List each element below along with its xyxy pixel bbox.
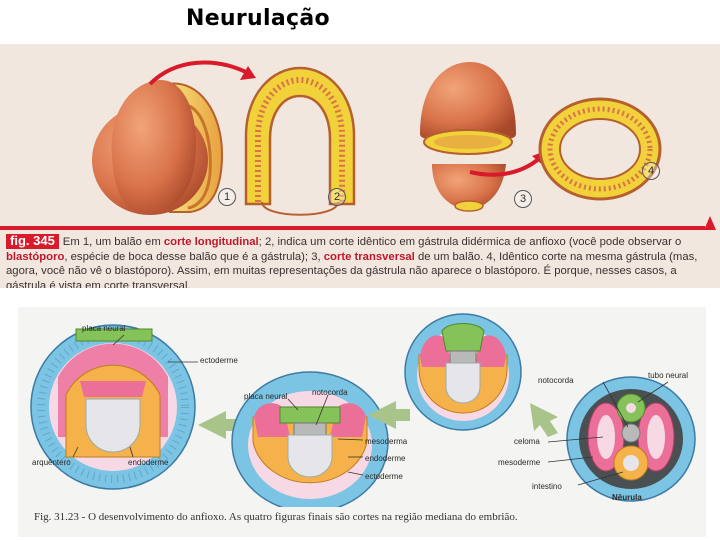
figure-31-23-caption: Fig. 31.23 - O desenvolvimento do anfiox… — [34, 511, 518, 523]
stage-2-neural-plate — [231, 371, 389, 507]
label-mesoderma: mesoderma — [365, 437, 408, 446]
neurulation-illustration — [30, 313, 696, 507]
label-leader-lines — [72, 334, 669, 486]
fig-345-label: fig. 345 — [6, 233, 59, 249]
label-notocorda-2: notocorda — [312, 388, 348, 397]
label-intestino: intestino — [532, 482, 562, 491]
label-placa-neural-2: placa neural — [244, 392, 288, 401]
stage-3-neural-groove — [404, 313, 522, 431]
arrow-stage-1-to-2 — [198, 411, 240, 439]
balloon-longitudinal-cut — [92, 79, 224, 215]
page-corner-marker — [704, 216, 716, 230]
gastrula-longitudinal-section — [244, 66, 356, 216]
figure-number-1: 1 — [218, 188, 236, 206]
label-tubo-neural: tubo neural — [648, 371, 689, 380]
stage-4-neurula — [566, 376, 696, 502]
label-endoderme-1: endoderme — [128, 458, 169, 467]
arrow-stage-3-to-4 — [530, 403, 558, 437]
stage-1-early-neurula — [30, 324, 196, 490]
figure-number-2: 2 — [328, 188, 346, 206]
gastrula-transverse-ring — [538, 97, 662, 201]
caption-rule — [0, 226, 705, 230]
label-neurula: Nêurula — [612, 493, 642, 502]
neurulation-figure-panel: placa neural ectoderme arquêntero endode… — [18, 307, 706, 537]
label-endoderme-2: endoderme — [365, 454, 406, 463]
label-ectoderme-1: ectoderme — [200, 356, 238, 365]
label-placa-neural-1: placa neural — [82, 324, 126, 333]
label-ectoderme-2: ectoderme — [365, 472, 403, 481]
arrow-stage-2-to-3 — [368, 401, 410, 429]
slide-title: Neurulação — [186, 6, 330, 31]
label-mesoderme: mesoderme — [498, 458, 541, 467]
balloon-transverse-cut — [420, 62, 516, 212]
label-arquentero: arquêntero — [32, 458, 71, 467]
label-celoma: celoma — [514, 437, 540, 446]
figure-number-3: 3 — [514, 190, 532, 208]
figure-number-4: 4 — [642, 162, 660, 180]
label-notocorda-4: notocorda — [538, 376, 574, 385]
gastrula-illustration — [92, 60, 662, 216]
arrow-1-to-2 — [148, 60, 251, 86]
